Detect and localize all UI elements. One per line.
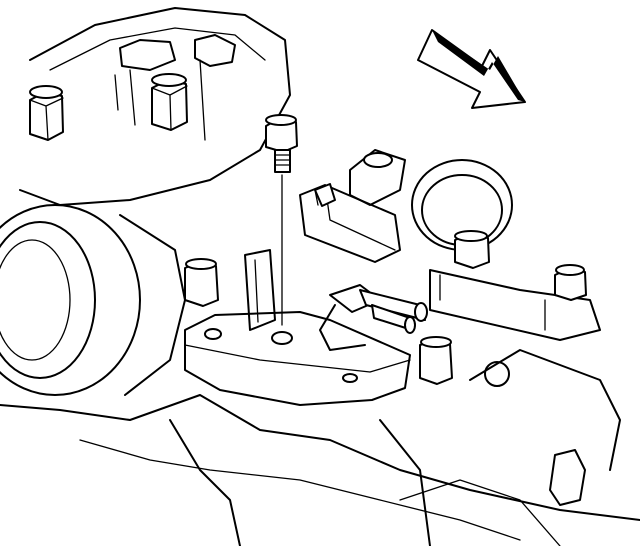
valve-cover-area bbox=[349, 149, 601, 341]
mounting-bolt bbox=[265, 114, 298, 345]
lifting-eye bbox=[411, 159, 513, 269]
crank-pulley bbox=[0, 204, 186, 396]
head-bolt bbox=[151, 73, 188, 131]
engine-block bbox=[0, 349, 640, 546]
mounting-bracket bbox=[184, 249, 411, 406]
cylinder-head bbox=[19, 7, 291, 206]
electrical-connector bbox=[299, 183, 401, 263]
mounting-stud bbox=[184, 258, 453, 385]
fuel-lines bbox=[319, 284, 428, 351]
direction-arrow-icon bbox=[417, 29, 526, 109]
head-bolt bbox=[29, 85, 64, 141]
